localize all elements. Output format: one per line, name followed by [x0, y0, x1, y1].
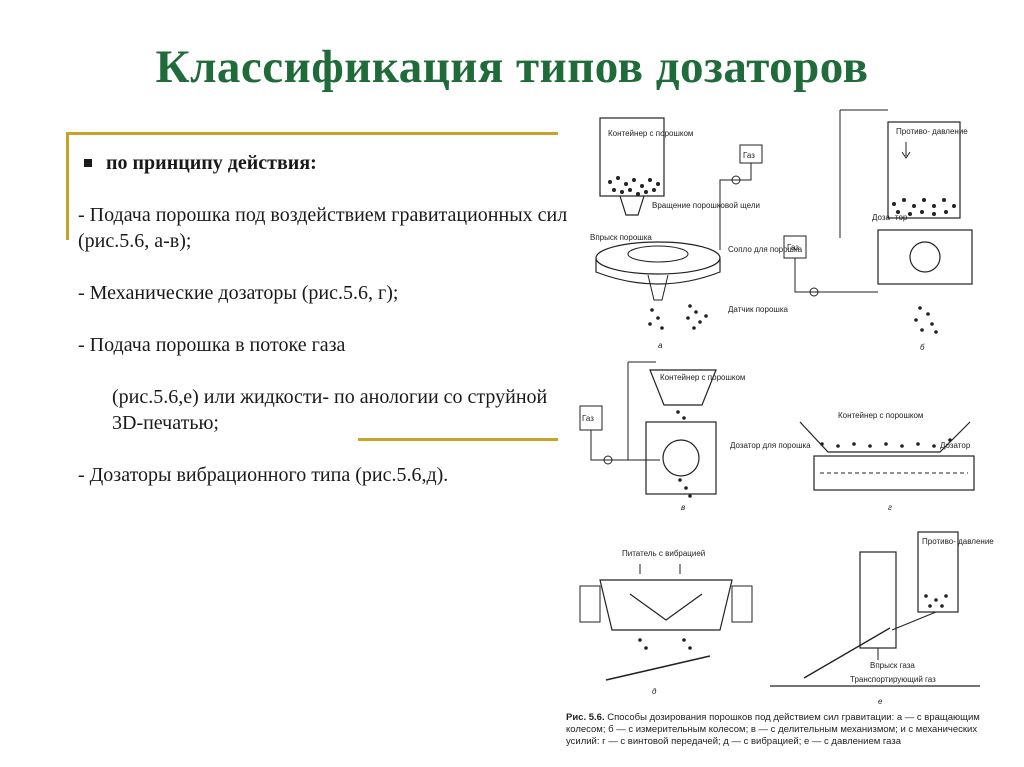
label-a-inject: Впрыск порошка — [590, 233, 652, 242]
decor-line-mid — [358, 438, 558, 441]
label-v-gas: Газ — [582, 414, 594, 423]
panel-e: Противо- давление Впрыск газа Транспорти… — [770, 531, 994, 706]
figure-caption: Рис. 5.6. Способы дозирования порошков п… — [566, 712, 1006, 748]
label-a-gas: Газ — [743, 151, 755, 160]
label-a-nozzle: Сопло для порошка — [728, 245, 803, 254]
panel-letter-v: в — [681, 503, 685, 512]
decor-line-top — [66, 132, 558, 135]
list-item-gravity: - Подача порошка под воздействием гравит… — [78, 204, 568, 252]
label-g-doser: Дозатор — [940, 441, 971, 450]
content-text: по принципу действия: - Подача порошка п… — [78, 150, 568, 514]
label-e-transport: Транспортирующий газ — [850, 675, 936, 684]
panel-d: Питатель с вибрацией д — [579, 549, 753, 696]
panel-letter-d: д — [652, 687, 657, 696]
caption-text: Способы дозирования порошков под действи… — [566, 712, 980, 747]
list-item-gas-flow-cont: (рис.5.6,е) или жидкости- по анологии со… — [112, 386, 548, 434]
label-g-container: Контейнер с порошком — [838, 411, 923, 420]
panel-b: Противо- давление Доза- тор Газ б — [783, 109, 973, 352]
caption-lead: Рис. 5.6. — [566, 712, 605, 723]
panel-letter-b: б — [920, 343, 925, 352]
panel-letter-e: е — [878, 697, 883, 706]
panel-v: Контейнер с порошком Газ Дозатор для пор… — [579, 361, 811, 512]
heading-text: по принципу действия: — [106, 152, 317, 174]
square-bullet-icon — [84, 158, 92, 167]
slide-title: Классификация типов дозаторов — [155, 41, 869, 93]
label-e-counter: Противо- давление — [922, 537, 994, 546]
list-item-gas-flow: - Подача порошка в потоке газа — [78, 334, 346, 356]
label-b-gas: Газ — [787, 243, 799, 252]
label-e-inject: Впрыск газа — [870, 661, 915, 670]
list-item-mechanical: - Механические дозаторы (рис.5.6, г); — [78, 282, 399, 304]
panel-letter-g: г — [888, 503, 892, 512]
label-v-container: Контейнер с порошком — [660, 373, 745, 382]
label-b-doser: Доза- тор — [872, 213, 908, 222]
label-d-feeder: Питатель с вибрацией — [622, 549, 705, 558]
doser-diagram: Контейнер с порошком Газ Вращение порошк… — [579, 109, 994, 706]
panel-letter-a: а — [658, 341, 663, 350]
label-a-sensor: Датчик порошка — [728, 305, 788, 314]
label-a-container: Контейнер с порошком — [608, 129, 693, 138]
panel-g: Контейнер с порошком Дозатор г — [799, 411, 975, 512]
decor-line-left — [66, 132, 69, 240]
list-item-vibration: - Дозаторы вибрационного типа (рис.5.6,д… — [78, 464, 449, 486]
label-v-doser: Дозатор для порошка — [730, 441, 811, 450]
label-b-counter: Противо- давление — [896, 127, 968, 136]
panel-a: Контейнер с порошком Газ Вращение порошк… — [590, 117, 803, 350]
doser-figure: Контейнер с порошком Газ Вращение порошк… — [560, 100, 1020, 760]
label-a-rotation: Вращение порошковой щели — [652, 201, 760, 210]
content-heading: по принципу действия: — [78, 150, 568, 176]
